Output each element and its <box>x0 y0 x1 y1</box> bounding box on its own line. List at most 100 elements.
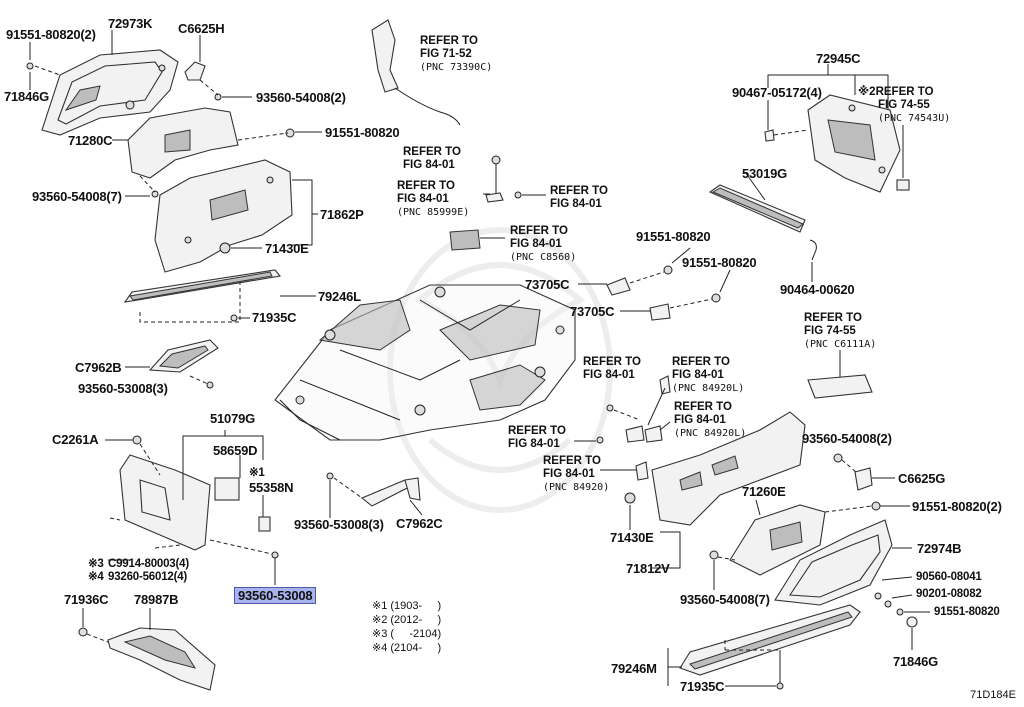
refer-pnc: (PNC 74543U) <box>878 113 951 124</box>
refer-fig-74-55-a[interactable]: ※2REFER TO FIG 74-55 (PNC 74543U) <box>858 86 950 125</box>
part-C8560 <box>449 229 481 251</box>
part-label-71936C[interactable]: 71936C <box>64 592 109 607</box>
refer-line2: FIG 71-52 <box>420 48 472 60</box>
part-label-91551-80820-2-right[interactable]: 91551-80820(2) <box>912 499 1002 514</box>
part-79246L <box>123 269 282 303</box>
figure-code: 71D184E <box>970 689 1016 701</box>
part-label-C7962C[interactable]: C7962C <box>396 516 443 531</box>
part-label-53019G[interactable]: 53019G <box>742 166 788 181</box>
part-label-71260E[interactable]: 71260E <box>742 484 786 499</box>
part-label-73705C-2[interactable]: 73705C <box>570 304 615 319</box>
part-73705C-2 <box>649 303 671 321</box>
part-label-78987B[interactable]: 78987B <box>134 592 179 607</box>
refer-line1: REFER TO <box>550 185 608 197</box>
part-label-91551-80820-r2[interactable]: 91551-80820 <box>682 255 757 270</box>
refer-line2: FIG 84-01 <box>672 369 724 381</box>
note-mark-1: ※1 <box>249 467 265 479</box>
part-label-71846G[interactable]: 71846G <box>4 89 50 104</box>
part-label-71846G-bottom[interactable]: 71846G <box>893 654 939 669</box>
refer-fig-71-52[interactable]: REFER TO FIG 71-52 (PNC 73390C) <box>420 35 492 74</box>
refer-line1: REFER TO <box>508 425 566 437</box>
part-label-71862P[interactable]: 71862P <box>320 207 364 222</box>
part-label-91551-80820[interactable]: 91551-80820 <box>325 125 400 140</box>
part-label-C6625H[interactable]: C6625H <box>178 21 225 36</box>
part-C6111A <box>807 374 873 399</box>
part-C6625G <box>854 467 873 491</box>
refer-pnc: (PNC 85999E) <box>397 207 470 218</box>
part-72945C <box>807 94 901 193</box>
part-label-71812V[interactable]: 71812V <box>626 561 670 576</box>
refer-fig-84-01-i[interactable]: REFER TO FIG 84-01 (PNC 84920) <box>543 455 609 494</box>
part-C7962C <box>360 477 421 507</box>
part-label-79246L[interactable]: 79246L <box>318 289 361 304</box>
refer-line1: REFER TO <box>583 356 641 368</box>
refer-pnc: (PNC C8560) <box>510 252 577 263</box>
part-55358N <box>258 516 271 532</box>
part-C6625H <box>184 61 206 81</box>
part-label-51079G[interactable]: 51079G <box>210 411 256 426</box>
footnote-1: ※1 (1903- ) <box>372 600 442 612</box>
part-label-C2261A[interactable]: C2261A <box>52 432 99 447</box>
part-label-73705C-1[interactable]: 73705C <box>525 277 570 292</box>
refer-fig-84-01-g[interactable]: REFER TO FIG 84-01 (PNC 84920L) <box>674 401 746 440</box>
part-label-71430E-bottom[interactable]: 71430E <box>610 530 654 545</box>
part-label-C6625G[interactable]: C6625G <box>898 471 946 486</box>
refer-pnc: (PNC C6111A) <box>804 339 877 350</box>
part-label-91551-80820-2[interactable]: 91551-80820(2) <box>6 27 96 42</box>
note-mark-3: ※3 <box>88 558 104 570</box>
part-label-72945C[interactable]: 72945C <box>816 51 861 66</box>
refer-line2: FIG 84-01 <box>403 159 455 171</box>
refer-fig-74-55-b[interactable]: REFER TO FIG 74-55 (PNC C6111A) <box>804 312 876 351</box>
part-label-79246M[interactable]: 79246M <box>611 661 657 676</box>
part-label-90467-05172[interactable]: 90467-05172(4) <box>732 85 822 100</box>
part-label-55358N[interactable]: 55358N <box>249 480 294 495</box>
part-label-93560-54008-2[interactable]: 93560-54008(2) <box>256 90 346 105</box>
part-label-58659D[interactable]: 58659D <box>213 443 258 458</box>
part-51079G <box>119 454 211 551</box>
refer-fig-84-01-c[interactable]: REFER TO FIG 84-01 <box>550 185 608 211</box>
refer-line1: REFER TO <box>672 356 730 368</box>
part-label-71935C-bottom[interactable]: 71935C <box>680 679 725 694</box>
part-label-91551-80820-bottom-right[interactable]: 91551-80820 <box>934 606 1000 618</box>
part-label-90560-08041[interactable]: 90560-08041 <box>916 571 982 583</box>
part-label-71935C[interactable]: 71935C <box>252 310 297 325</box>
part-72974B <box>774 519 893 606</box>
part-label-93560-53008-3[interactable]: 93560-53008(3) <box>78 381 168 396</box>
refer-line2: FIG 84-01 <box>508 438 560 450</box>
refer-line2: FIG 84-01 <box>583 369 635 381</box>
part-label-93260-56012[interactable]: 93260-56012(4) <box>108 571 188 583</box>
part-label-93560-53008-3-mid[interactable]: 93560-53008(3) <box>294 517 384 532</box>
part-71280C <box>127 107 239 179</box>
refer-fig-84-01-f[interactable]: REFER TO FIG 84-01 (PNC 84920L) <box>672 356 744 395</box>
part-label-93560-54008-7-right[interactable]: 93560-54008(7) <box>680 592 770 607</box>
part-label-93560-53008-highlighted[interactable]: 93560-53008 <box>234 587 317 604</box>
refer-pnc: (PNC 73390C) <box>420 62 493 73</box>
part-72973K <box>41 49 179 136</box>
part-label-C7962B[interactable]: C7962B <box>75 360 122 375</box>
refer-fig-84-01-h[interactable]: REFER TO FIG 84-01 <box>508 425 566 451</box>
part-label-C9914-80003[interactable]: C9914-80003(4) <box>108 558 189 570</box>
part-label-93560-54008-7[interactable]: 93560-54008(7) <box>32 189 122 204</box>
refer-fig-84-01-b[interactable]: REFER TO FIG 84-01 (PNC 85999E) <box>397 180 469 219</box>
refer-fig-84-01-d[interactable]: REFER TO FIG 84-01 (PNC C8560) <box>510 225 576 264</box>
refer-pnc: (PNC 84920L) <box>672 383 745 394</box>
part-label-72973K[interactable]: 72973K <box>108 16 153 31</box>
footnote-4: ※4 (2104- ) <box>372 642 442 654</box>
part-label-93560-54008-2-right[interactable]: 93560-54008(2) <box>802 431 892 446</box>
refer-fig-84-01-e[interactable]: REFER TO FIG 84-01 <box>583 356 641 382</box>
part-58659D <box>214 477 240 501</box>
part-label-90464-00620[interactable]: 90464-00620 <box>780 282 855 297</box>
part-label-72974B[interactable]: 72974B <box>917 541 962 556</box>
refer-line1: REFER TO <box>403 146 461 158</box>
part-label-91551-80820-r1[interactable]: 91551-80820 <box>636 229 711 244</box>
refer-line2: FIG 84-01 <box>397 193 449 205</box>
refer-pnc: (PNC 84920) <box>543 482 610 493</box>
part-label-71430E[interactable]: 71430E <box>265 241 309 256</box>
part-label-71280C[interactable]: 71280C <box>68 133 113 148</box>
refer-line1: REFER TO <box>804 312 862 324</box>
part-71260E <box>729 504 826 576</box>
part-label-90201-08082[interactable]: 90201-08082 <box>916 588 982 600</box>
refer-fig-84-01-a[interactable]: REFER TO FIG 84-01 <box>403 146 461 172</box>
